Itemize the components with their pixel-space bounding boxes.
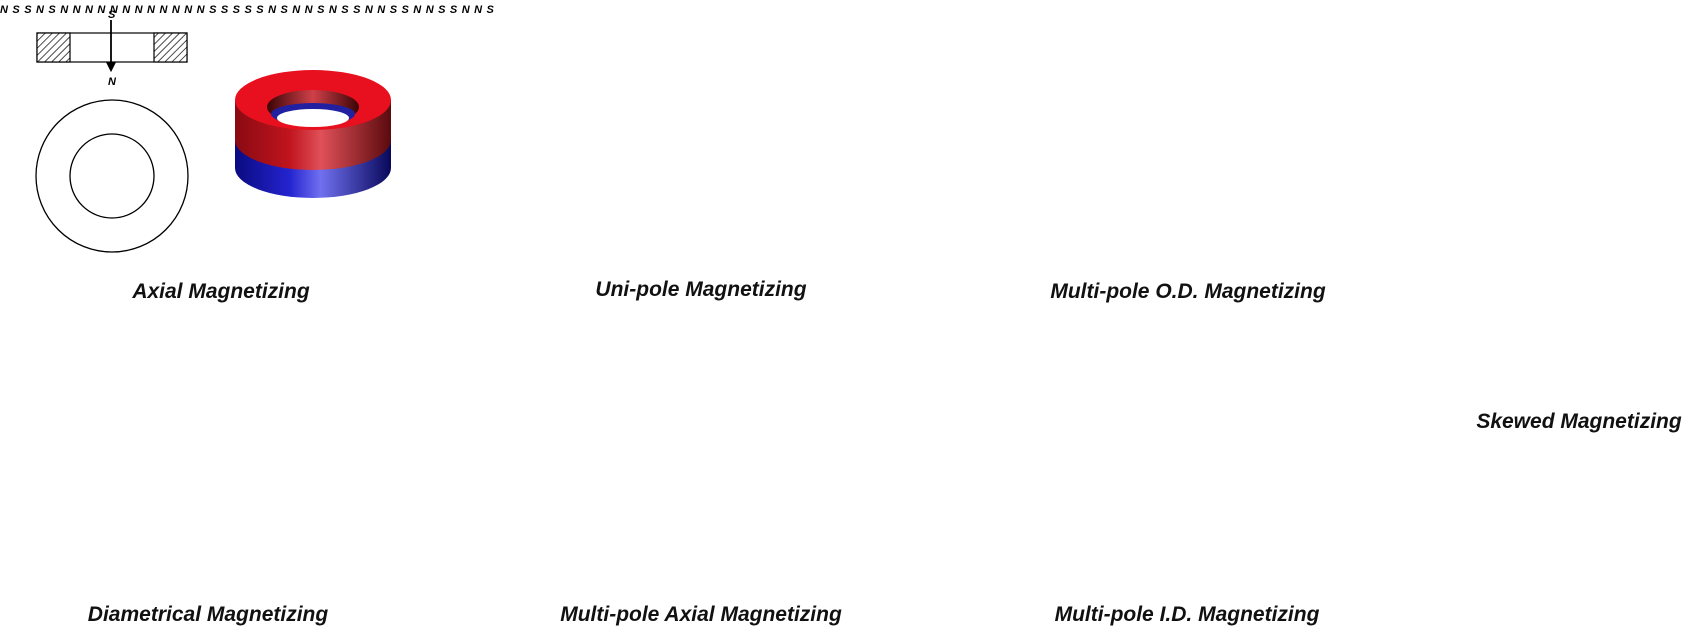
unipole-panel: N S S N S N N N N N N N bbox=[0, 0, 159, 17]
multi-axial-panel: N S N S S N N S S N bbox=[305, 0, 426, 17]
axial-panel: S N bbox=[35, 9, 391, 253]
unipole-cs-n-left: N bbox=[0, 4, 8, 16]
multi-od-n-top: N bbox=[159, 4, 168, 16]
multi-od-n-left: N bbox=[184, 4, 193, 16]
diametrical-s: S bbox=[280, 4, 288, 16]
unipole-n-br: N bbox=[147, 4, 155, 16]
unipole-cs-n-right: N bbox=[36, 4, 44, 16]
multi-axial-cs-s2: S bbox=[341, 4, 349, 16]
unipole-n-bl: N bbox=[134, 4, 143, 16]
diametrical-n: N bbox=[292, 4, 301, 16]
diametrical-cs-s: S bbox=[256, 4, 264, 16]
multi-axial-n-br: N bbox=[413, 4, 422, 16]
axial-caption: Axial Magnetizing bbox=[132, 280, 310, 303]
unipole-cs-s-left: S bbox=[12, 4, 20, 16]
multi-axial-s-tl: S bbox=[353, 4, 361, 16]
multi-od-s-bl: S bbox=[232, 4, 241, 16]
multi-id-n-tl: N bbox=[425, 4, 434, 16]
multi-od-s-br: S bbox=[244, 4, 252, 16]
unipole-top-view: S N N N N N N N N bbox=[48, 0, 159, 17]
multi-od-s-tr: S bbox=[220, 4, 229, 16]
multi-axial-top-view: S N N S S N bbox=[353, 0, 426, 17]
unipole-n-top: N bbox=[60, 4, 69, 16]
axial-cross-section: S N bbox=[36, 9, 188, 88]
unipole-cross-section: N S S N bbox=[0, 0, 48, 17]
axial-top-view bbox=[35, 99, 189, 253]
unipole-n-tl: N bbox=[109, 4, 118, 16]
unipole-n-left: N bbox=[85, 4, 93, 16]
multi-od-n-right: N bbox=[196, 4, 205, 16]
multi-id-panel: N S S N N S bbox=[426, 0, 494, 17]
multi-od-caption: Multi-pole O.D. Magnetizing bbox=[1050, 280, 1326, 303]
axial-n-label: N bbox=[108, 76, 117, 88]
diametrical-cross-section: S N bbox=[256, 0, 280, 17]
diametrical-top-view: S N bbox=[280, 0, 304, 17]
multi-id-s-tr: S bbox=[438, 4, 446, 16]
multi-axial-cs-s1: S bbox=[317, 4, 325, 16]
multi-axial-n-tr: N bbox=[364, 4, 373, 16]
multi-id-s-br: S bbox=[486, 4, 494, 16]
unipole-center-s: S bbox=[48, 4, 56, 16]
multi-id-n-r: N bbox=[461, 4, 470, 16]
skewed-caption: Skewed Magnetizing bbox=[1476, 410, 1682, 433]
multi-axial-caption: Multi-pole Axial Magnetizing bbox=[560, 603, 842, 626]
unipole-caption: Uni-pole Magnetizing bbox=[595, 278, 807, 301]
multi-id-n-bl: N bbox=[474, 4, 483, 16]
diametrical-panel: S N S N bbox=[256, 0, 304, 17]
unipole-n-right: N bbox=[97, 4, 106, 16]
axial-magnet-3d bbox=[235, 70, 391, 198]
multi-axial-s-bl: S bbox=[401, 4, 409, 16]
unipole-n-bottom: N bbox=[72, 4, 81, 16]
multi-od-n-bottom: N bbox=[171, 4, 180, 16]
diametrical-cs-n: N bbox=[268, 4, 277, 16]
multi-od-panel: N N N N S S S S bbox=[159, 0, 256, 17]
multi-id-s-l: S bbox=[449, 4, 458, 16]
multi-id-caption: Multi-pole I.D. Magnetizing bbox=[1054, 603, 1320, 626]
multi-od-s-tl: S bbox=[209, 4, 217, 16]
unipole-n-tr: N bbox=[122, 4, 131, 16]
unipole-cs-s-right: S bbox=[24, 4, 32, 16]
multi-id-top-view: N S S N N S bbox=[426, 0, 494, 17]
multi-axial-cross-section: N S N S bbox=[305, 0, 353, 17]
multi-axial-cs-n2: N bbox=[328, 4, 337, 16]
multi-od-top-view: N N N N S S S S bbox=[159, 0, 256, 17]
multi-axial-n-l: N bbox=[377, 4, 386, 16]
multi-axial-s-r: S bbox=[389, 4, 398, 16]
axial-s-label: S bbox=[108, 9, 116, 21]
multi-axial-cs-n1: N bbox=[304, 4, 313, 16]
diametrical-caption: Diametrical Magnetizing bbox=[87, 603, 329, 626]
